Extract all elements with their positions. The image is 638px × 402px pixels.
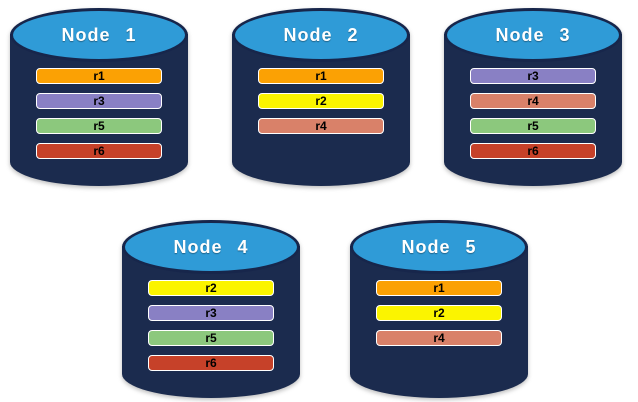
replica-bar-r5: r5: [36, 118, 162, 134]
node-label: Node 5: [401, 236, 477, 257]
database-node-3: Node 3 r3 r4 r5 r6: [444, 8, 622, 186]
replica-bar-r2: r2: [376, 305, 502, 321]
node-label: Node 1: [61, 24, 137, 45]
cylinder-top: Node 2: [232, 8, 410, 62]
replica-list: r1 r2 r4: [350, 280, 528, 346]
replica-bar-r6: r6: [36, 143, 162, 159]
cylinder-top: Node 3: [444, 8, 622, 62]
replica-list: r3 r4 r5 r6: [444, 68, 622, 159]
replica-bar-r3: r3: [148, 305, 274, 321]
node-label: Node 3: [495, 24, 571, 45]
replica-bar-r6: r6: [470, 143, 596, 159]
cylinder-top: Node 4: [122, 220, 300, 274]
node-label: Node 2: [283, 24, 359, 45]
replica-bar-r1: r1: [258, 68, 384, 84]
replica-bar-r4: r4: [258, 118, 384, 134]
cylinder-top: Node 5: [350, 220, 528, 274]
replica-bar-r5: r5: [470, 118, 596, 134]
node-label: Node 4: [173, 236, 249, 257]
replica-bar-r1: r1: [36, 68, 162, 84]
replica-bar-r1: r1: [376, 280, 502, 296]
replica-list: r1 r3 r5 r6: [10, 68, 188, 159]
replica-bar-r2: r2: [258, 93, 384, 109]
replica-bar-r5: r5: [148, 330, 274, 346]
database-node-1: Node 1 r1 r3 r5 r6: [10, 8, 188, 186]
replica-bar-r6: r6: [148, 355, 274, 371]
replica-bar-r3: r3: [470, 68, 596, 84]
replica-bar-r4: r4: [376, 330, 502, 346]
database-node-2: Node 2 r1 r2 r4: [232, 8, 410, 186]
database-node-4: Node 4 r2 r3 r5 r6: [122, 220, 300, 398]
replica-bar-r4: r4: [470, 93, 596, 109]
cylinder-top: Node 1: [10, 8, 188, 62]
database-node-5: Node 5 r1 r2 r4: [350, 220, 528, 398]
replica-list: r2 r3 r5 r6: [122, 280, 300, 371]
replica-bar-r3: r3: [36, 93, 162, 109]
replica-bar-r2: r2: [148, 280, 274, 296]
replica-list: r1 r2 r4: [232, 68, 410, 134]
